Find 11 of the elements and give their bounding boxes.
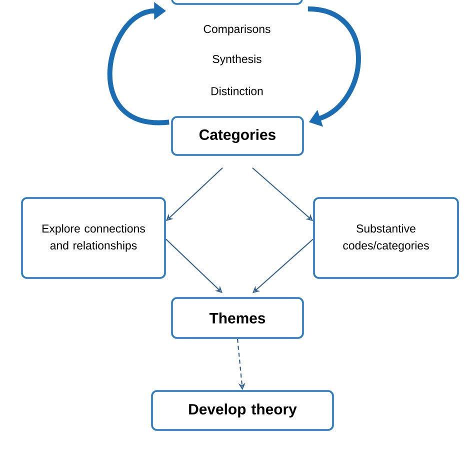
step-label: Synthesis: [212, 54, 262, 66]
process-box: Explore connections and relationships: [21, 197, 166, 279]
process-box: Themes: [171, 297, 304, 339]
arrow: [108, 2, 170, 125]
process-box: Substantive codes/categories: [313, 197, 459, 279]
process-box: Develop theory: [151, 390, 334, 431]
step-label: Comparisons: [204, 24, 270, 36]
step-label: Distinction: [212, 86, 263, 96]
process-box: [171, 0, 303, 5]
process-box: Categories: [171, 116, 304, 156]
arrow: [308, 6, 361, 127]
